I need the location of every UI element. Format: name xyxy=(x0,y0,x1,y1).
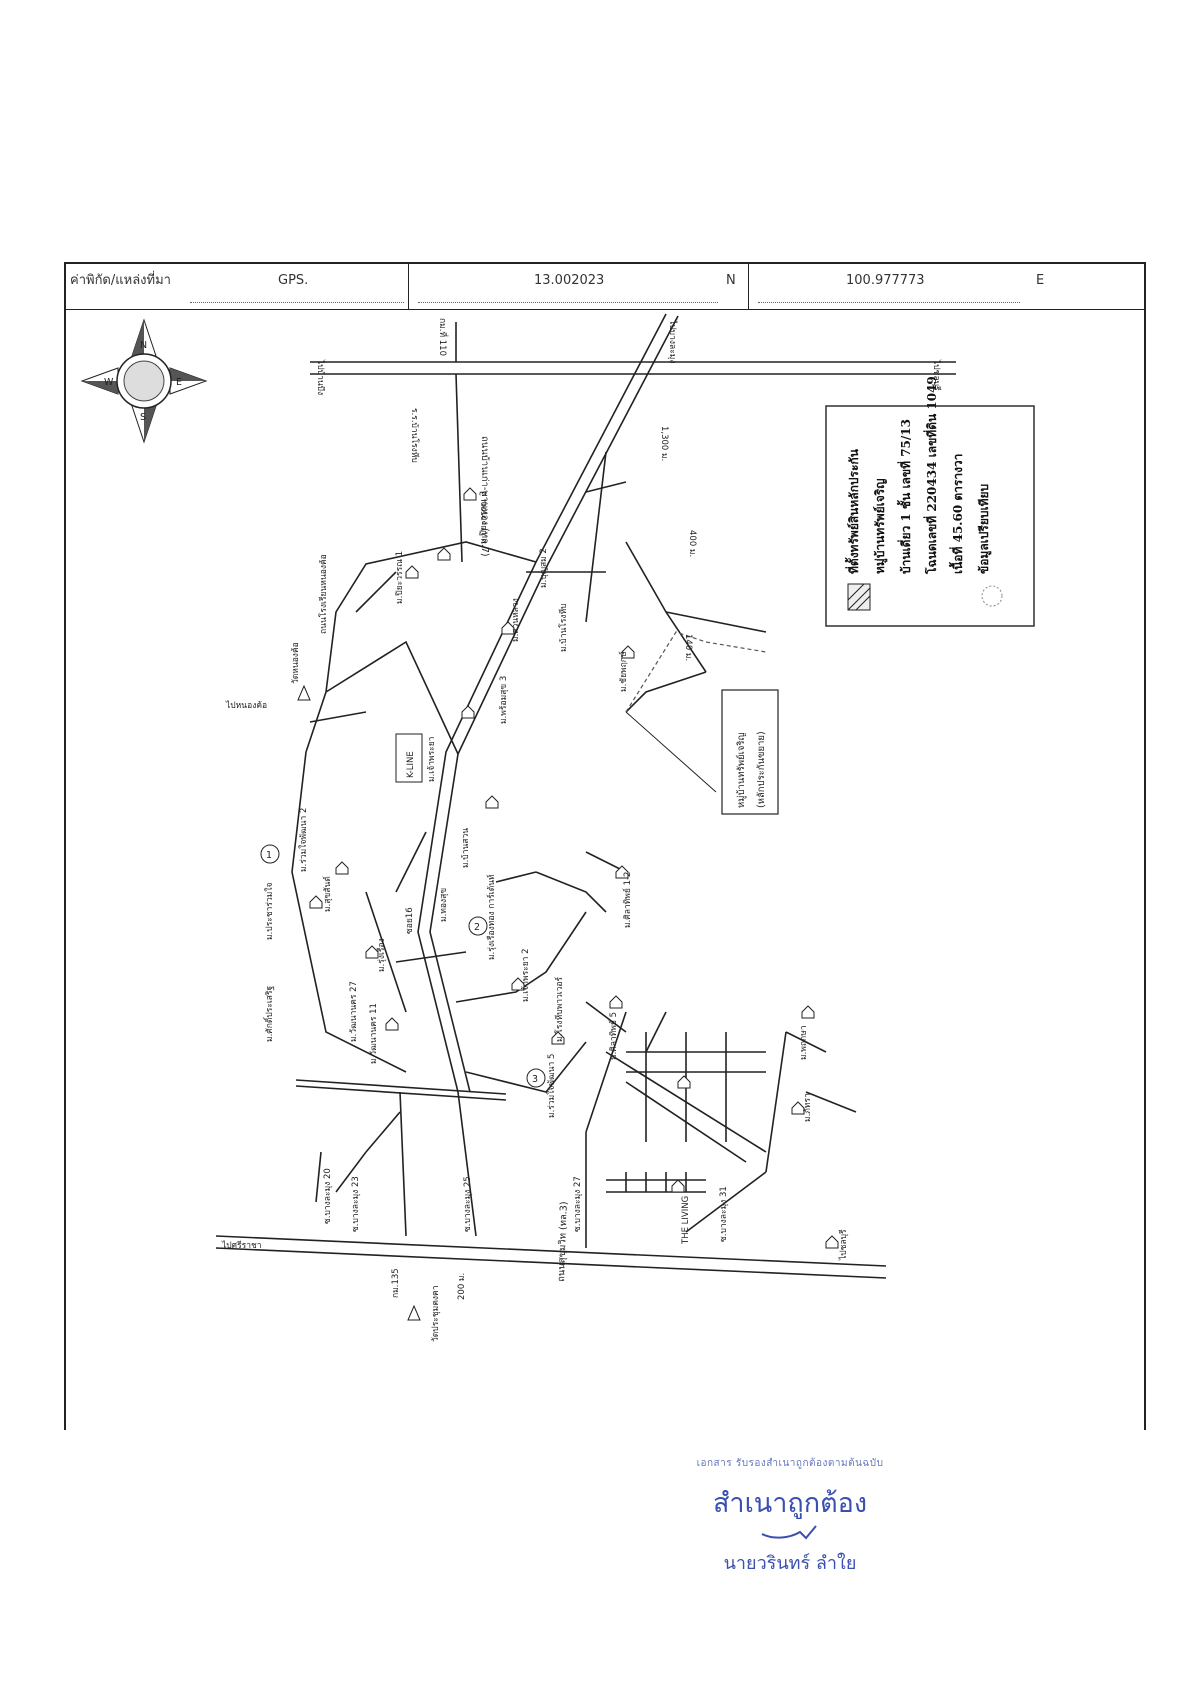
legend-line-5: เนื้อที่ 45.60 ตารางวา xyxy=(948,454,965,574)
village-label: ม.บ้านสวน xyxy=(460,828,471,868)
circle-1: 1 xyxy=(266,850,272,861)
longitude-value: 100.977773 xyxy=(846,273,925,288)
label-km110: กม.ที่ 110 xyxy=(437,318,449,356)
subject-line-2: (หลักประกันขยาย) xyxy=(756,731,767,808)
village-label: ม.ศักดิ์ประเสริฐ xyxy=(263,985,275,1042)
longitude-dir: E xyxy=(1036,273,1045,288)
label-dist-400: 400 ม. xyxy=(687,530,697,557)
map-frame xyxy=(64,310,1146,1430)
header-divider xyxy=(408,264,409,310)
village-label: ม.ชัยพฤกษ์ xyxy=(618,651,629,692)
latitude-dir: N xyxy=(726,273,736,288)
village-label: ม.บุญสม 2 xyxy=(539,548,549,588)
subject-line-1: หมู่บ้านทรัพย์เจริญ xyxy=(735,732,747,808)
label-km135: กม.135 xyxy=(391,1268,401,1298)
dotted-line xyxy=(190,302,404,303)
certification-stamp: เอกสาร รับรองสำเนาถูกต้องตามต้นฉบับ สำเน… xyxy=(560,1456,1020,1577)
village-label: ม.สวนหลวง xyxy=(511,598,521,642)
circle-3: 3 xyxy=(532,1074,538,1085)
label-school: ร.ร.บ้านโรงหีบ xyxy=(409,408,420,463)
village-label: ม.ปิยะวรรณ 3 xyxy=(479,491,489,544)
label-to-chonburi-top: ไปชลบุรี xyxy=(931,359,942,391)
village-label: ม.ศิลาทิพย์ 1-2 xyxy=(622,872,633,928)
soi-label: ซ.บางละมุง 23 xyxy=(351,1176,361,1232)
village-markers xyxy=(309,487,839,1249)
compass-n: N xyxy=(140,340,147,351)
kline-box xyxy=(395,733,423,783)
label-dist-140: 140 ม. xyxy=(683,634,693,661)
subject-property-box: หมู่บ้านทรัพย์เจริญ (หลักประกันขยาย) xyxy=(625,689,779,815)
compass-s: S xyxy=(140,412,146,423)
comparable-markers: 1 2 3 xyxy=(260,844,546,1088)
header-divider xyxy=(748,264,749,310)
legend-line-2: หมู่บ้านทรัพย์เจริญ xyxy=(873,479,888,574)
village-label: ม.เจ้าพระยา 2 xyxy=(520,948,531,1002)
coord-source: GPS. xyxy=(278,273,309,288)
soi-label: ซ.บางละมุง 27 xyxy=(573,1176,583,1232)
road-network xyxy=(215,313,956,1279)
village-label: ม.ภัทรา xyxy=(803,1093,813,1122)
latitude-value: 13.002023 xyxy=(534,273,605,288)
village-label: ม.ศิลาทิพย์ 5 xyxy=(608,1012,619,1060)
stamp-signer-name: นายวรินทร์ ลำใย xyxy=(723,1553,857,1574)
village-label: ม.ประชาร่วมใจ xyxy=(264,883,275,940)
stamp-certified-text: สำเนาถูกต้อง xyxy=(712,1488,868,1519)
dotted-line xyxy=(418,302,718,303)
village-label: ม.รุ่งเรืองทอง การ์เด้นท์ xyxy=(486,874,497,960)
dashed-route xyxy=(625,631,767,713)
label-to-chonburi-bottom: ไปชลบุรี xyxy=(838,1229,849,1261)
legend-box: ที่ตั้งทรัพย์สินหลักประกัน หมู่บ้านทรัพย… xyxy=(825,376,1035,627)
label-dist-200: 200 ม. xyxy=(457,1273,467,1300)
map-labels: ถนนบ้านเก่า-พานทอง (ทล.7) ไปบ้านบึง ไปชล… xyxy=(221,318,942,1342)
village-label: ม.บ้านโรงหีบ xyxy=(558,603,569,652)
coord-label: ค่าพิกัด/แหล่งที่มา xyxy=(70,273,171,288)
village-label: ม.วัฒนานคร 27 xyxy=(349,981,359,1042)
village-label: ม.ทองสุข xyxy=(439,888,449,922)
dotted-line xyxy=(758,302,1020,303)
location-map: N E S W xyxy=(80,313,1035,1342)
soi-label: ซอย16 xyxy=(405,907,415,934)
label-temple-top: วัดหนองค้อ xyxy=(290,642,301,684)
label-to-banbueng: ไปบ้านบึง xyxy=(315,359,326,395)
village-label: ม.ร่วมใจพัฒนา 5 xyxy=(546,1054,557,1118)
label-road-bottom: ถนนสุขุมวิท (ทล.3) xyxy=(556,1201,570,1282)
village-label: ม.ปิยะวรรณ 1 xyxy=(395,551,405,604)
stamp-small-text: เอกสาร รับรองสำเนาถูกต้องตามต้นฉบับ xyxy=(696,1458,884,1469)
soi-label: ซ.บางละมุง 25 xyxy=(463,1176,473,1232)
village-label: ม.โรงหีบพาวเวอร์ xyxy=(554,976,565,1042)
legend-line-4: โฉนดเลขที่ 220434 เลขที่ดิน 1049 xyxy=(923,376,939,575)
label-the-living: THE LIVING xyxy=(681,1196,691,1245)
legend-line-1: ที่ตั้งทรัพย์สินหลักประกัน xyxy=(844,448,861,574)
compass-e: E xyxy=(176,377,182,388)
coordinate-header: ค่าพิกัด/แหล่งที่มา GPS. 13.002023 N 100… xyxy=(64,262,1146,310)
village-label: ม.พร้อมสุข 3 xyxy=(498,676,509,724)
label-to-nongkham: ไปหนองค้อ xyxy=(225,700,267,711)
kline-label: K-LINE xyxy=(406,751,416,778)
compass-w: W xyxy=(104,377,114,388)
village-label: ม.ร่วมใจพัฒนา 2 xyxy=(298,808,309,872)
village-label: ม.วัฒนานคร 11 xyxy=(369,1003,379,1064)
label-road-nongkham: ถนนโรงเรียนหนองค้อ xyxy=(318,554,329,634)
signature-mark xyxy=(761,1525,817,1540)
village-label: ม.รุ่งเรือง xyxy=(376,938,387,972)
soi-label: ซ.บางละมุง 20 xyxy=(323,1168,333,1224)
circle-2: 2 xyxy=(474,922,480,933)
temple-markers xyxy=(297,684,421,1321)
legend-line-6: ข้อมูลเปรียบเทียบ xyxy=(977,484,992,574)
compass-rose: N E S W xyxy=(80,318,208,444)
label-to-banglamung: ไปบางละมุง xyxy=(667,319,678,364)
legend-line-3: บ้านเดี่ยว 1 ชั้น เลขที่ 75/13 xyxy=(896,419,913,574)
village-label: ม.พฤกษา xyxy=(799,1025,809,1060)
label-to-sriracha: ไปศรีราชา xyxy=(221,1240,262,1251)
label-temple-bottom: วัดประชุมคงคา xyxy=(431,1286,441,1343)
soi-label: ซ.บางละมุง 31 xyxy=(719,1186,729,1242)
village-label: ม.สุขสันต์ xyxy=(322,876,333,912)
label-road-top: ถนนบ้านเก่า-พานทอง (ทล.7) xyxy=(479,436,490,557)
village-label: ม.เจ้าพระยา xyxy=(426,737,437,782)
label-dist-1300: 1,300 ม. xyxy=(659,426,669,461)
